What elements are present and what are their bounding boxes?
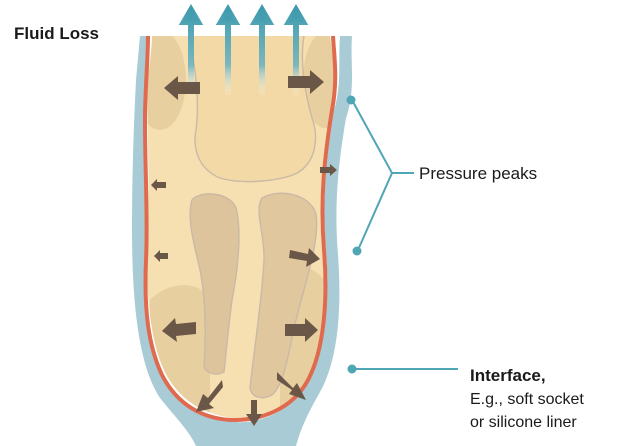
pressure-peak-dot-bottom [353,247,362,256]
interface-dot [348,365,357,374]
interface-title-label: Interface, [470,366,546,386]
interface-example-line-1: E.g., soft socket [470,391,584,409]
interface-example-line-2: or silicone liner [470,414,577,432]
pressure-peak-dot-top [347,96,356,105]
pressure-peaks-label: Pressure peaks [419,164,537,184]
pressure-peaks-callout [352,100,414,250]
fluid-loss-label: Fluid Loss [14,24,99,44]
